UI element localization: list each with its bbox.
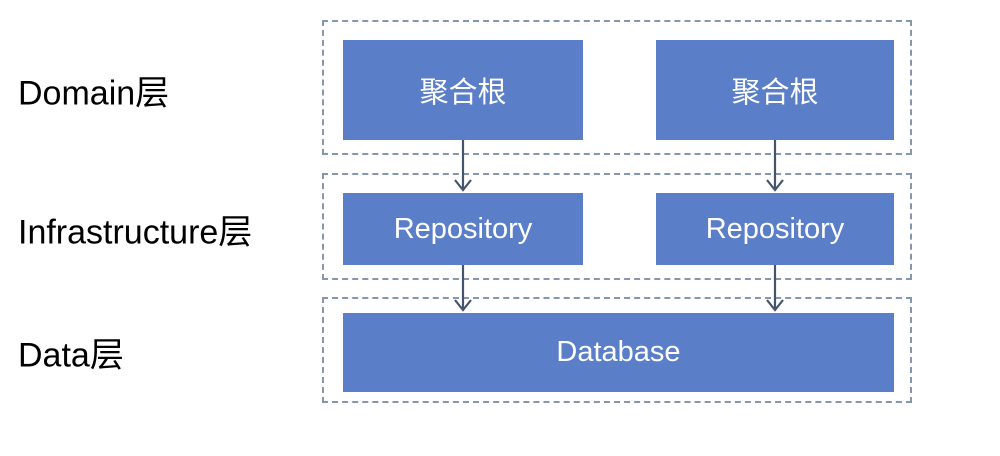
box-database: Database — [343, 313, 894, 392]
layer-container-data — [322, 297, 912, 403]
box-aggregate-root-left: 聚合根 — [343, 40, 583, 140]
arrow-repository-to-database-right-icon — [763, 265, 787, 312]
arrow-aggregate-to-repository-right-icon — [763, 140, 787, 192]
box-aggregate-root-left-label: 聚合根 — [419, 77, 507, 109]
arrow-repository-to-database-left-icon — [451, 265, 475, 312]
layer-label-infrastructure: Infrastructure层 — [18, 213, 253, 252]
box-aggregate-root-right: 聚合根 — [656, 40, 894, 140]
box-aggregate-root-right-label: 聚合根 — [731, 77, 819, 109]
box-repository-left-label: Repository — [393, 212, 533, 245]
layer-container-infrastructure — [322, 173, 912, 280]
box-repository-right: Repository — [656, 193, 894, 265]
box-database-label: Database — [556, 336, 681, 368]
arrow-aggregate-to-repository-left-icon — [451, 140, 475, 192]
layer-container-domain — [322, 20, 912, 155]
layer-label-domain: Domain层 — [18, 74, 170, 113]
box-repository-right-label: Repository — [705, 212, 845, 245]
layer-label-data: Data层 — [18, 336, 124, 375]
box-repository-left: Repository — [343, 193, 583, 265]
